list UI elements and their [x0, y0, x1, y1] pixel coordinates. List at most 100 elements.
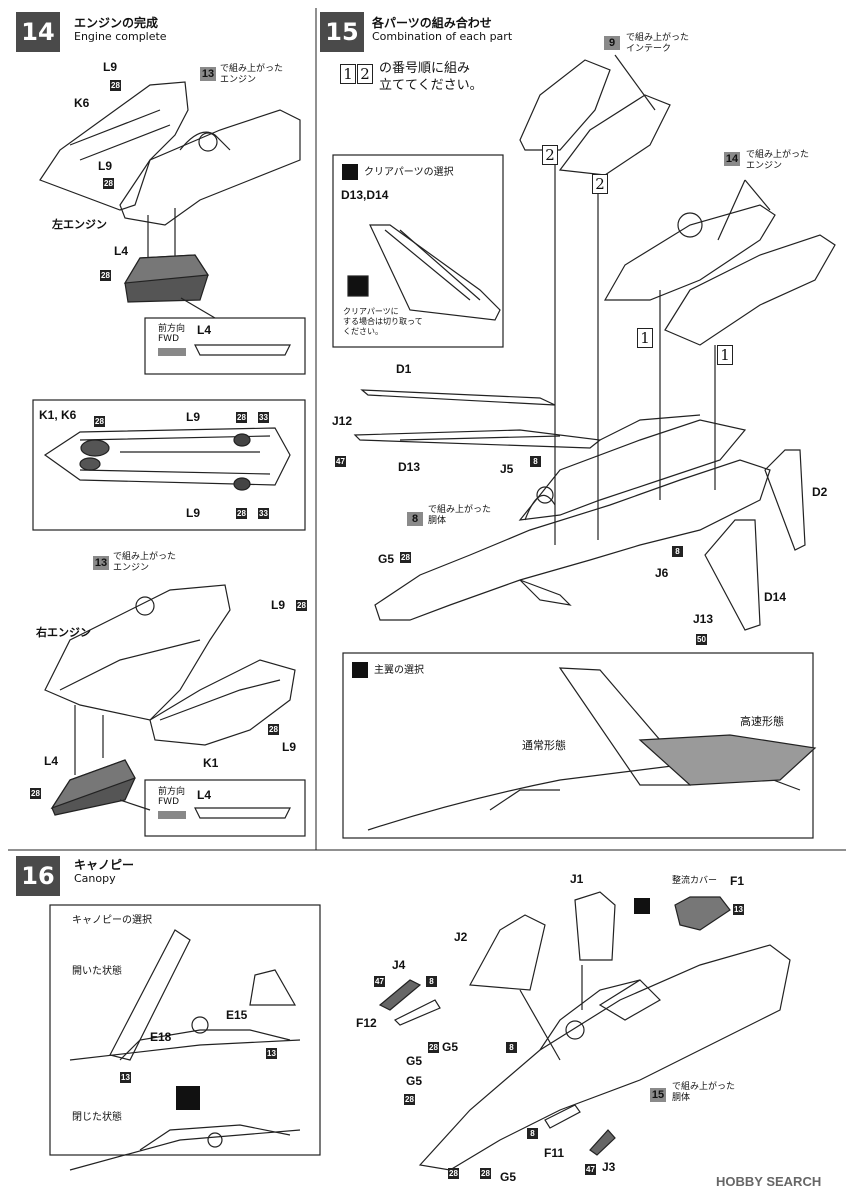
paint-8-b: 8 [672, 546, 683, 557]
order-2-b: 2 [592, 174, 608, 194]
cover-select-icon [634, 898, 650, 914]
part-label-g5-a: G5 [378, 552, 395, 566]
right-engine-label: 右エンジン [36, 627, 91, 639]
paint-28-a: 28 [110, 80, 121, 91]
paint-28-b: 28 [103, 178, 114, 189]
canopy-select-label: キャノピーの選択 [72, 915, 152, 926]
paint-28-g: 28 [296, 600, 307, 611]
step-ref-9: 9 [604, 36, 620, 50]
clear-select-icon [342, 164, 358, 180]
order-note: の番号順に組み 立ててください。 [379, 61, 483, 93]
paint-28-c: 28 [100, 270, 111, 281]
part-label-d13: D13 [398, 460, 421, 474]
part-label-j2: J2 [454, 930, 468, 944]
part-label-j13: J13 [693, 612, 714, 626]
fwd-en-b: FWD [158, 797, 180, 807]
watermark: HOBBY SEARCH [716, 1174, 822, 1189]
part-label-f1: F1 [730, 874, 745, 888]
canopy-open-label: 開いた状態 [72, 966, 122, 977]
paint-47-a: 47 [335, 456, 346, 467]
part-label-f12: F12 [356, 1016, 377, 1030]
part-label-e18: E18 [150, 1030, 172, 1044]
step-title-16: キャノピー Canopy [74, 858, 134, 886]
part-label-g5-c: G5 [406, 1054, 423, 1068]
engine-text: で組み上がった エンジン [746, 150, 810, 171]
part-label-k6: K6 [74, 96, 90, 110]
body-text: で組み上がった 胴体 [428, 505, 492, 526]
part-label-l9-d: L9 [186, 506, 201, 520]
clear-note: クリアパーツに する場合は切り取って ください。 [343, 307, 423, 336]
step14-title-jp: エンジンの完成 [74, 16, 159, 30]
step-ref-14: 14 [724, 152, 740, 166]
order-2-a: 2 [542, 145, 558, 165]
part-label-d14: D14 [764, 590, 787, 604]
paint-33-a: 33 [258, 412, 269, 423]
fwd-jp-a: 前方向 [158, 324, 186, 334]
paint-28-e: 28 [236, 412, 247, 423]
paint-50: 50 [696, 634, 707, 645]
part-label-g5-d: G5 [406, 1074, 423, 1088]
fairing-label: 整流カバー [672, 876, 718, 886]
part-label-d2: D2 [812, 485, 828, 499]
intake-text: で組み上がった インテーク [626, 33, 690, 54]
step16-title-en: Canopy [74, 872, 116, 885]
paint-28-n: 28 [480, 1168, 491, 1179]
part-label-j4: J4 [392, 958, 406, 972]
fwd-arrow-icon-b [158, 811, 186, 819]
part-label-l4-a: L4 [114, 244, 129, 258]
paint-28-k: 28 [428, 1042, 439, 1053]
wing-select-icon [352, 662, 368, 678]
step16-title-jp: キャノピー [74, 858, 135, 872]
paint-8-c: 8 [426, 976, 437, 987]
part-label-f11: F11 [544, 1146, 565, 1160]
step-title-15: 各パーツの組み合わせ Combination of each part [372, 16, 512, 44]
step15-title-en: Combination of each part [372, 30, 513, 43]
part-label-l9-b: L9 [98, 159, 113, 173]
part-label-j5: J5 [500, 462, 514, 476]
paint-28-i: 28 [30, 788, 41, 799]
part-label-l9-c: L9 [186, 410, 201, 424]
paint-33-b: 33 [258, 508, 269, 519]
paint-8-d: 8 [506, 1042, 517, 1053]
wing-normal-label: 通常形態 [522, 739, 566, 752]
step-ref-13-a: 13 [200, 67, 216, 81]
step-ref-8: 8 [407, 512, 423, 526]
step-number-15: 15 [320, 12, 364, 52]
step-ref-13-b: 13 [93, 556, 109, 570]
order-num-1: 1 [340, 64, 356, 84]
paint-28-j: 28 [400, 552, 411, 563]
part-label-g5-b: G5 [442, 1040, 459, 1054]
paint-28-d: 28 [94, 416, 105, 427]
part-label-d1: D1 [396, 362, 412, 376]
paint-13-b: 13 [120, 1072, 131, 1083]
ref13-text-a: で組み上がった エンジン [220, 64, 284, 85]
step-number-14: 14 [16, 12, 60, 52]
fwd-en-a: FWD [158, 334, 180, 344]
swap-icon [176, 1086, 200, 1110]
part-label-l4-d: L4 [197, 788, 212, 802]
part-label-j6: J6 [655, 566, 669, 580]
order-1-b: 1 [717, 345, 733, 365]
part-label-e15: E15 [226, 1008, 248, 1022]
part-label-l4-b: L4 [197, 323, 212, 337]
part-label-k1k6: K1, K6 [39, 408, 77, 422]
step14-title-en: Engine complete [74, 30, 167, 43]
order-1-a: 1 [637, 328, 653, 348]
left-engine-label: 左エンジン [52, 219, 107, 231]
order-num-2: 2 [357, 64, 373, 84]
fwd-arrow-icon-a [158, 348, 186, 356]
part-label-l4-c: L4 [44, 754, 59, 768]
body-text-16: で組み上がった 胴体 [672, 1082, 736, 1103]
paint-28-l: 28 [404, 1094, 415, 1105]
step-number-16: 16 [16, 856, 60, 896]
part-label-j1: J1 [570, 872, 584, 886]
paint-8-e: 8 [527, 1128, 538, 1139]
clear-title: クリアパーツの選択 [364, 167, 454, 178]
canopy-closed-label: 閉じた状態 [72, 1112, 122, 1123]
part-label-k1: K1 [203, 756, 219, 770]
paint-8-a: 8 [530, 456, 541, 467]
paint-28-m: 28 [448, 1168, 459, 1179]
paint-13-a: 13 [266, 1048, 277, 1059]
part-label-j3: J3 [602, 1160, 616, 1174]
